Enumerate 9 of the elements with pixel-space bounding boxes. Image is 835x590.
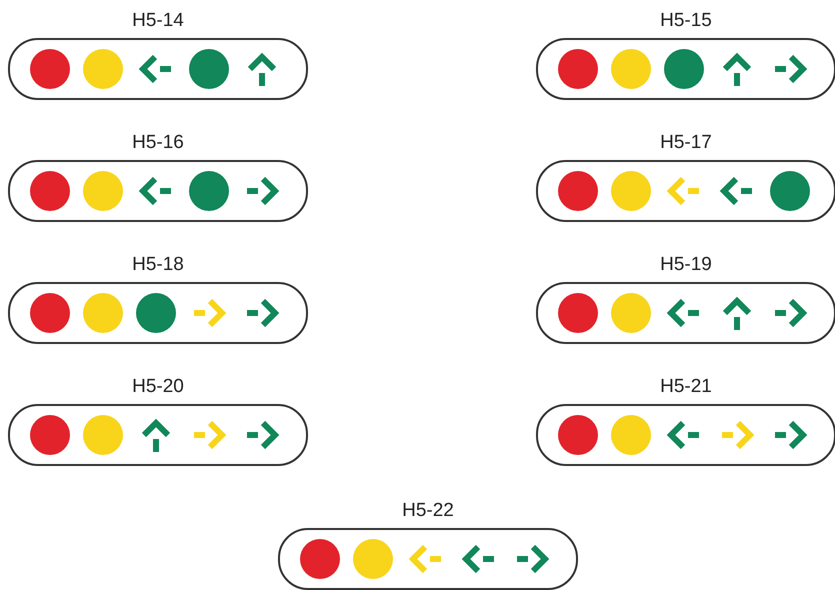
- signal-head-label: H5-17: [660, 132, 712, 154]
- signal-head-label: H5-19: [660, 254, 712, 276]
- signal-head-label: H5-22: [402, 500, 454, 522]
- signal-head-label: H5-15: [660, 10, 712, 32]
- signal-head-label: H5-21: [660, 376, 712, 398]
- signal-head-label: H5-18: [132, 254, 184, 276]
- signal-head-label: H5-14: [132, 10, 184, 32]
- signal-head-label: H5-20: [132, 376, 184, 398]
- signal-head-label: H5-16: [132, 132, 184, 154]
